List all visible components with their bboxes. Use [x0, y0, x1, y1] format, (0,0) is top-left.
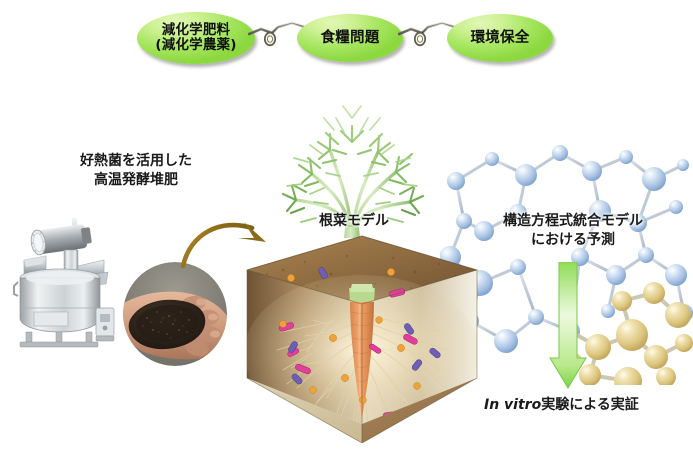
- green-down-arrow-icon: [549, 262, 587, 390]
- curved-gold-arrow-icon: [180, 210, 276, 272]
- ellipse-reduced-fertilizer: 減化学肥料 (減化学農薬): [137, 12, 255, 64]
- in-vitro-rest-text: 実験による実証: [541, 397, 639, 413]
- in-vitro-italic-text: In vitro: [484, 397, 542, 413]
- fermenter-machine-icon: [12, 216, 130, 348]
- carrot-foliage-icon: [268, 88, 436, 238]
- hand-holding-compost-photo: [123, 262, 227, 366]
- label-thermophile-compost: 好熱菌を活用した 高温発酵堆肥: [80, 153, 192, 188]
- ellipse-environment-conservation: 環境保全: [447, 14, 553, 62]
- soil-cross-section-cube: [243, 228, 481, 443]
- label-sem-prediction: 構造方程式統合モデル における予測: [503, 213, 643, 248]
- label-root-vegetable-model: 根菜モデル: [319, 213, 389, 229]
- ellipse-food-problem: 食糧問題: [297, 14, 403, 62]
- label-in-vitro-validation: In vitro実験による実証: [484, 396, 674, 415]
- chain-link-connector-icon-2: [398, 18, 460, 52]
- chain-link-connector-icon: [248, 18, 310, 52]
